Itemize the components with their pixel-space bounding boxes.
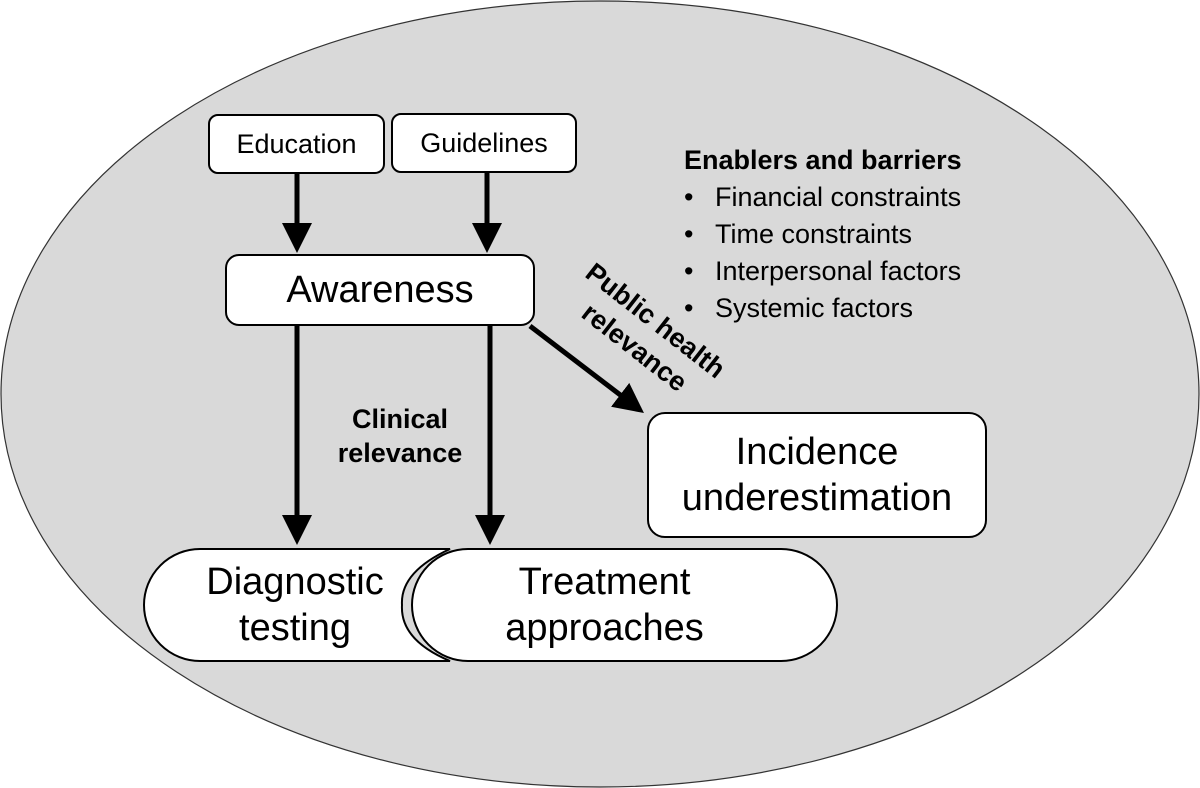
enablers-barriers-list: Enablers and barriers Financial constrai…: [684, 142, 962, 327]
node-guidelines-label: Guidelines: [420, 127, 548, 158]
enablers-item: Interpersonal factors: [684, 253, 962, 290]
node-awareness-label: Awareness: [286, 268, 474, 311]
node-treatment: Treatment approaches: [412, 559, 837, 651]
node-incidence: Incidence underestimation: [647, 412, 987, 538]
enablers-item: Systemic factors: [684, 290, 962, 327]
node-incidence-line1: Incidence: [735, 431, 899, 473]
enablers-title: Enablers and barriers: [684, 145, 962, 175]
arrow-awareness-incidence: [528, 324, 644, 414]
node-treatment-line2: approaches: [505, 607, 704, 649]
diagnostic-shape: [143, 548, 451, 662]
node-incidence-line2: underestimation: [681, 477, 953, 519]
clinical-line2: relevance: [337, 438, 463, 468]
node-awareness: Awareness: [225, 254, 535, 326]
edge-label-clinical: Clinical relevance: [320, 402, 480, 470]
treatment-shape: [411, 548, 838, 662]
node-diagnostic-line1: Diagnostic: [206, 561, 384, 603]
node-guidelines: Guidelines: [391, 113, 577, 173]
node-education-label: Education: [236, 128, 357, 159]
enablers-item: Financial constraints: [684, 179, 962, 216]
node-education: Education: [208, 114, 385, 174]
clinical-line1: Clinical: [351, 404, 449, 434]
node-diagnostic: Diagnostic testing: [170, 559, 420, 651]
node-diagnostic-line2: testing: [239, 607, 351, 649]
node-treatment-line1: Treatment: [518, 561, 691, 603]
enablers-item: Time constraints: [684, 216, 962, 253]
